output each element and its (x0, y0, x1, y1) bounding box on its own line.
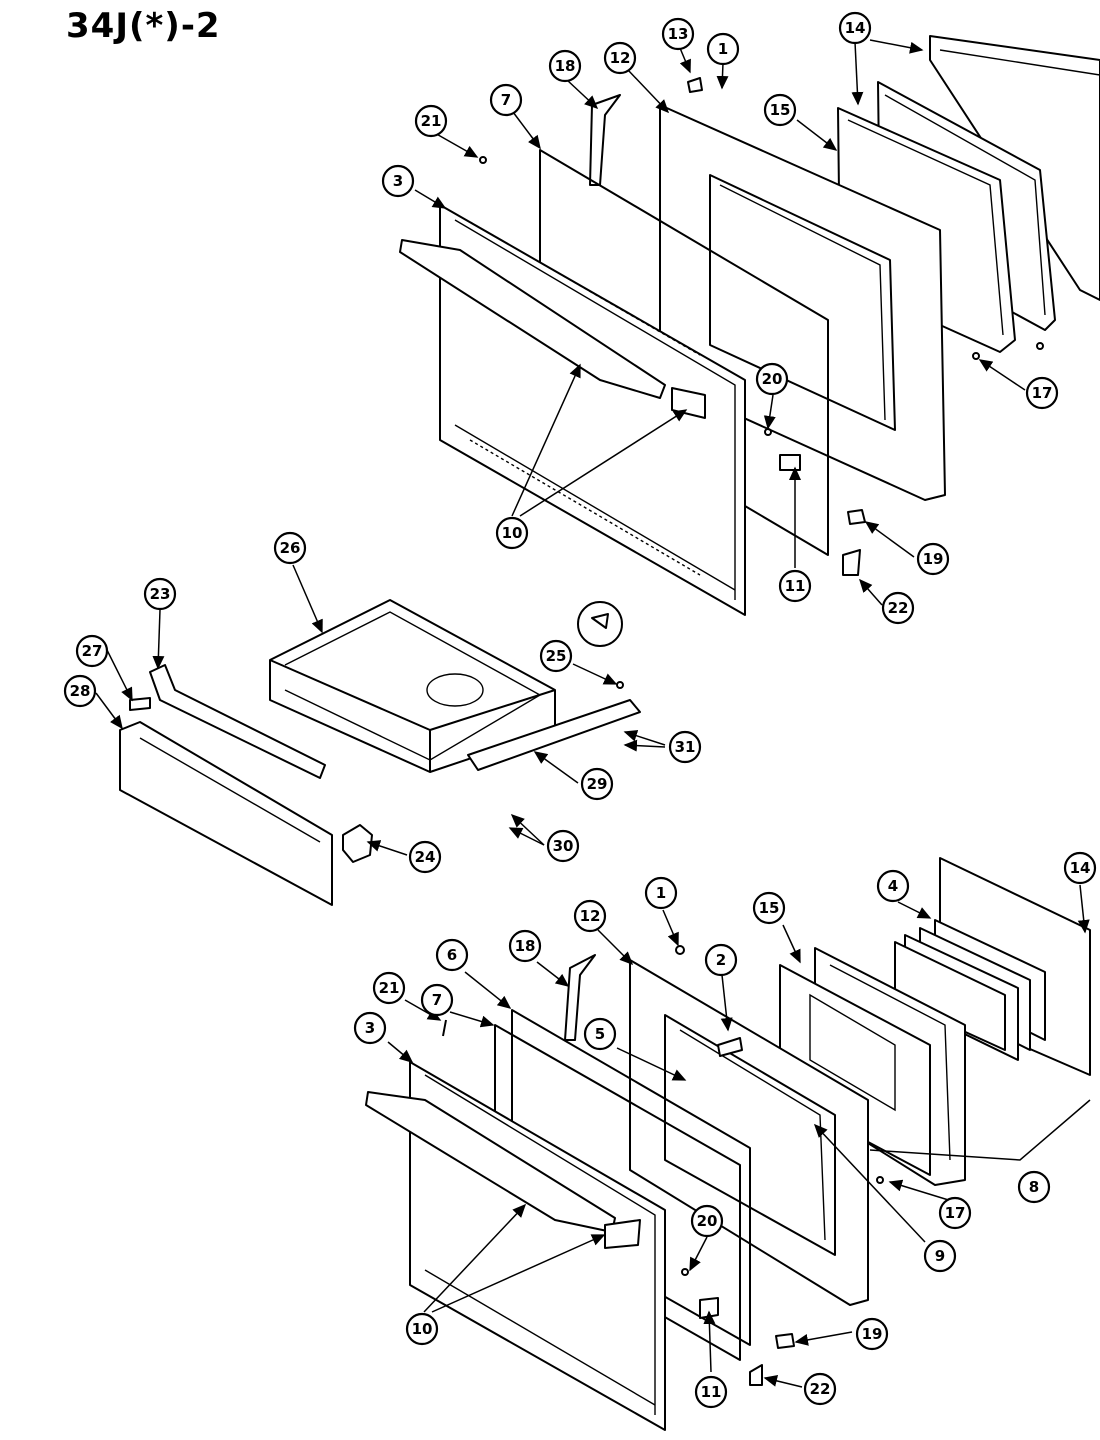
svg-text:10: 10 (412, 1320, 433, 1338)
svg-text:10: 10 (502, 524, 523, 542)
callout-20b: 20 (690, 1204, 724, 1238)
svg-text:19: 19 (923, 550, 944, 568)
svg-text:17: 17 (1032, 384, 1053, 402)
svg-text:13: 13 (668, 25, 689, 43)
svg-text:9: 9 (935, 1247, 945, 1265)
svg-text:11: 11 (701, 1383, 722, 1401)
svg-text:25: 25 (546, 647, 567, 665)
callout-31: 31 (668, 730, 702, 764)
callout-17: 17 (1025, 376, 1059, 410)
svg-text:4: 4 (888, 877, 898, 895)
svg-text:24: 24 (415, 848, 436, 866)
callout-5b: 5 (583, 1017, 617, 1051)
callout-4b: 4 (876, 869, 910, 903)
callout-10b: 10 (405, 1312, 439, 1346)
callout-17b: 17 (938, 1196, 972, 1230)
callout-18: 18 (548, 49, 582, 83)
svg-text:19: 19 (862, 1325, 883, 1343)
svg-text:30: 30 (553, 837, 574, 855)
svg-text:14: 14 (1070, 859, 1091, 877)
callouts-top-door: 13 1 18 12 14 21 7 15 3 17 20 10 19 11 2… (381, 11, 1059, 625)
svg-text:14: 14 (845, 19, 866, 37)
callout-10: 10 (495, 516, 529, 550)
callout-19b: 19 (855, 1317, 889, 1351)
callout-20: 20 (755, 362, 789, 396)
callout-7b: 7 (420, 983, 454, 1017)
callout-22: 22 (881, 591, 915, 625)
leader-lines (95, 39, 1090, 1388)
svg-text:8: 8 (1029, 1178, 1039, 1196)
callout-6b: 6 (435, 938, 469, 972)
callout-28: 28 (63, 674, 97, 708)
svg-text:17: 17 (945, 1204, 966, 1222)
callout-11: 11 (778, 569, 812, 603)
svg-text:3: 3 (365, 1019, 375, 1037)
callout-23: 23 (143, 577, 177, 611)
callout-24: 24 (408, 840, 442, 874)
svg-text:1: 1 (718, 40, 728, 58)
svg-text:11: 11 (785, 577, 806, 595)
svg-text:2: 2 (716, 951, 726, 969)
callout-15: 15 (763, 93, 797, 127)
page-title: 34J(*)-2 (66, 6, 221, 46)
svg-text:22: 22 (888, 599, 909, 617)
svg-text:7: 7 (501, 91, 511, 109)
callout-1b: 1 (644, 876, 678, 910)
svg-text:21: 21 (379, 979, 400, 997)
svg-text:26: 26 (280, 539, 301, 557)
svg-text:5: 5 (595, 1025, 605, 1043)
callout-14b: 14 (1063, 851, 1097, 885)
callout-26: 26 (273, 531, 307, 565)
svg-text:7: 7 (432, 991, 442, 1009)
svg-text:12: 12 (580, 907, 601, 925)
svg-text:18: 18 (515, 937, 536, 955)
callouts-drawer: 26 23 27 25 28 31 29 24 30 (63, 531, 702, 874)
svg-text:31: 31 (675, 738, 696, 756)
svg-text:12: 12 (610, 49, 631, 67)
lower-door-assembly (365, 857, 1091, 1431)
callout-1: 1 (706, 32, 740, 66)
callout-22b: 22 (803, 1372, 837, 1406)
callout-3: 3 (381, 164, 415, 198)
callout-15b: 15 (752, 891, 786, 925)
callout-12: 12 (603, 41, 637, 75)
svg-text:18: 18 (555, 57, 576, 75)
drawer-assembly (119, 599, 641, 906)
callout-11b: 11 (694, 1375, 728, 1409)
callout-14: 14 (838, 11, 872, 45)
callout-13: 13 (661, 17, 695, 51)
svg-text:20: 20 (697, 1212, 718, 1230)
callout-8b: 8 (1017, 1170, 1051, 1204)
callout-25: 25 (539, 639, 573, 673)
callout-2b: 2 (704, 943, 738, 977)
svg-text:27: 27 (82, 642, 103, 660)
svg-text:29: 29 (587, 775, 608, 793)
svg-text:20: 20 (762, 370, 783, 388)
callout-21b: 21 (372, 971, 406, 1005)
svg-text:15: 15 (759, 899, 780, 917)
svg-text:23: 23 (150, 585, 171, 603)
svg-text:15: 15 (770, 101, 791, 119)
callout-3b: 3 (353, 1011, 387, 1045)
callout-9b: 9 (923, 1239, 957, 1273)
callout-30: 30 (546, 829, 580, 863)
svg-text:28: 28 (70, 682, 91, 700)
callout-27: 27 (75, 634, 109, 668)
svg-text:22: 22 (810, 1380, 831, 1398)
callout-19: 19 (916, 542, 950, 576)
callout-18b: 18 (508, 929, 542, 963)
svg-text:1: 1 (656, 884, 666, 902)
callout-12b: 12 (573, 899, 607, 933)
callouts-bottom-door: 1 12 14 18 15 4 6 2 21 7 3 5 8 17 9 20 1… (353, 851, 1097, 1409)
callout-21: 21 (414, 104, 448, 138)
upper-door-assembly (399, 35, 1100, 616)
svg-text:21: 21 (421, 112, 442, 130)
callout-29: 29 (580, 767, 614, 801)
svg-text:6: 6 (447, 946, 457, 964)
callout-7: 7 (489, 83, 523, 117)
svg-text:3: 3 (393, 172, 403, 190)
